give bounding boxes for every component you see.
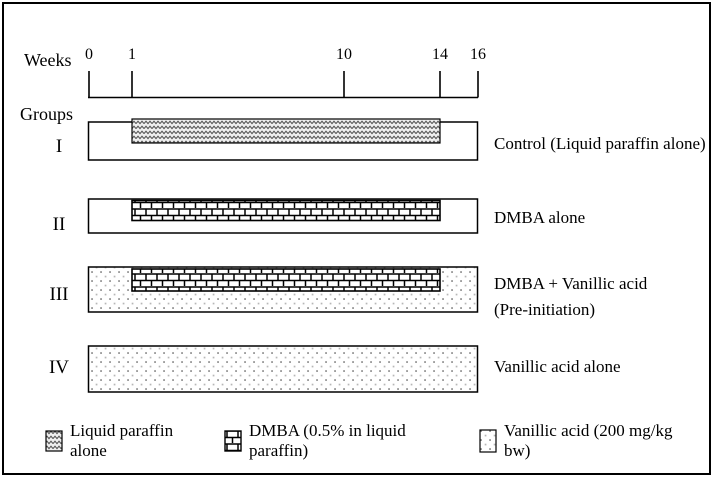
groups-column-label: Groups [20,104,73,124]
group-III-description-line1: DMBA + Vanillic acid [494,274,648,293]
group-IV-description: Vanillic acid alone [494,354,710,380]
group-IV-numeral: IV [48,357,70,378]
legend-label-dmba: DMBA (0.5% in liquid paraffin) [248,421,406,460]
legend-label-vanillic-acid: Vanillic acid (200 mg/kg bw) [503,421,673,460]
legend-label-liquid-paraffin: Liquid paraffin alone [70,421,174,460]
legend-item-dmba: DMBA (0.5% in liquid paraffin) [224,421,469,461]
tick-label-week-0: 0 [85,46,93,63]
group-II-description-line1: DMBA alone [494,208,586,227]
group-I-description-line1: Control (Liquid paraffin alone) [494,134,706,153]
tick-label-week-14: 14 [432,46,448,63]
tick-label-week-16: 16 [470,46,486,63]
dots-pattern-icon [479,429,497,453]
group-III-description: DMBA + Vanillic acid (Pre-initiation) [494,271,710,323]
group-II-dmba-bar [131,199,441,222]
pattern-legend: Liquid paraffin alone DMBA (0.5% in liqu… [45,421,713,461]
group-III-description-line2: (Pre-initiation) [494,300,596,319]
group-II-description: DMBA alone [494,205,710,231]
legend-item-vanillic-acid: Vanillic acid (200 mg/kg bw) [479,421,703,461]
group-II-numeral: II [52,214,66,235]
tick-label-week-10: 10 [336,46,352,63]
tick-label-week-1: 1 [128,46,136,63]
brick-pattern-icon [224,430,242,452]
group-IV-description-line1: Vanillic acid alone [494,357,621,376]
zigzag-pattern-icon [45,430,63,452]
weeks-axis [88,71,479,99]
group-IV-vanillic-acid-bar [87,345,479,393]
weeks-axis-label: Weeks [24,50,72,70]
legend-item-liquid-paraffin: Liquid paraffin alone [45,421,214,461]
group-III-numeral: III [49,284,69,305]
group-I-liquid-paraffin-bar [131,118,441,144]
group-I-description: Control (Liquid paraffin alone) [494,131,710,157]
group-I-numeral: I [55,136,63,157]
group-III-dmba-bar [131,268,441,292]
